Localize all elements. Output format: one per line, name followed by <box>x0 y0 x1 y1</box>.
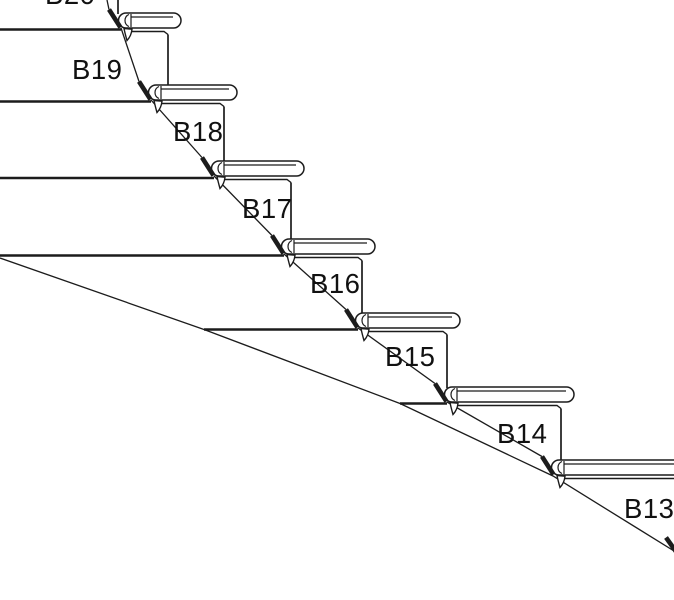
scotia-molding <box>123 27 133 42</box>
next-step-wedge-tick <box>664 536 674 553</box>
tread-under-line <box>294 256 363 262</box>
step-label: B13 <box>624 493 674 524</box>
tread-profile <box>354 312 461 329</box>
tread-cap-arc <box>287 239 293 254</box>
tread-profile <box>443 386 575 403</box>
nosing-wedge <box>270 234 286 255</box>
tread-profile <box>210 160 305 177</box>
tread-under-line <box>224 178 292 184</box>
nosing-wedge <box>107 8 123 29</box>
tread-profile <box>280 238 376 255</box>
nosing-line <box>120 27 140 82</box>
tread-under-line <box>368 330 448 336</box>
scotia-molding <box>449 401 459 416</box>
nosing-wedge <box>540 455 556 476</box>
tread-cap-arc <box>361 313 367 328</box>
nosing-line <box>446 401 543 458</box>
tread-cap-arc <box>557 460 563 475</box>
scotia-molding <box>153 99 163 114</box>
step-label: B19 <box>72 54 122 85</box>
step-label: B14 <box>497 418 547 449</box>
nosing-wedge <box>137 80 153 101</box>
step-label: B20 <box>45 0 95 10</box>
step-label: B15 <box>385 341 435 372</box>
tread-profile <box>550 459 674 476</box>
scotia-molding <box>286 253 296 268</box>
soffit-line <box>0 257 674 552</box>
tread-cap-arc <box>154 85 160 100</box>
step-label: B17 <box>242 193 292 224</box>
step-label: B16 <box>310 268 360 299</box>
tread-profile <box>147 84 238 101</box>
tread-under-line <box>457 404 562 410</box>
tread-cap-arc <box>124 13 130 28</box>
step-label: B18 <box>173 116 223 147</box>
scotia-molding <box>360 327 370 342</box>
nosing-wedge <box>344 308 360 329</box>
nosing-line <box>283 253 347 310</box>
scotia-molding <box>556 474 566 489</box>
scotia-molding <box>216 175 226 190</box>
nosing-line <box>357 327 436 385</box>
nosing-line <box>213 175 273 236</box>
tread-under-line <box>161 102 225 108</box>
nosing-line <box>106 0 110 10</box>
nosing-wedge <box>433 382 449 403</box>
tread-under-line <box>131 30 169 36</box>
nosing-wedge <box>200 156 216 177</box>
tread-cap-arc <box>217 161 223 176</box>
tread-cap-arc <box>450 387 456 402</box>
